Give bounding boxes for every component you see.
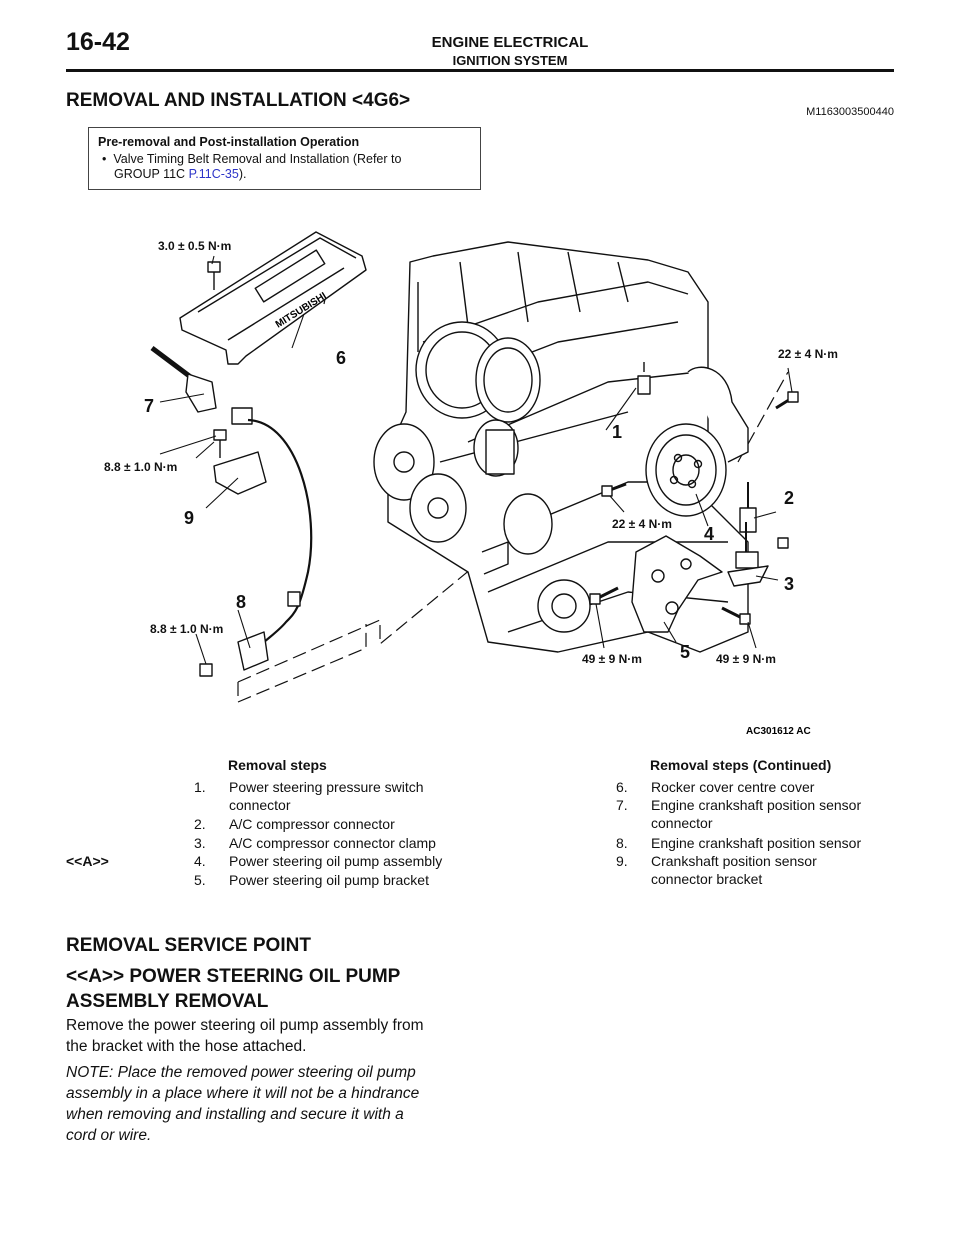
step-number: 7. — [616, 797, 628, 813]
removal-steps-continued-heading: Removal steps (Continued) — [650, 757, 832, 773]
step-text: Power steering oil pump assembly — [229, 853, 443, 869]
connector-1 — [637, 362, 651, 395]
service-point-subtitle-line1: <<A>> POWER STEERING OIL PUMP — [66, 966, 401, 987]
step-number: 9. — [616, 853, 628, 869]
step-number: 1. — [194, 779, 206, 795]
callout-1: 1 — [612, 422, 622, 442]
torque-label-bottom-right: 49 ± 9 N·m — [716, 652, 776, 666]
callout-6: 6 — [336, 348, 346, 368]
service-reference-marker[interactable]: <<A>> — [66, 853, 109, 869]
removal-step: 5. Power steering oil pump bracket — [194, 871, 484, 889]
removal-step: 8. Engine crankshaft position sensor — [616, 834, 906, 852]
step-text: A/C compressor connector clamp — [229, 835, 436, 851]
compressor-connector — [727, 482, 769, 587]
service-point-note: NOTE: Place the removed power steering o… — [66, 1064, 420, 1144]
step-number: 2. — [194, 816, 206, 832]
step-text: Rocker cover centre cover — [651, 779, 815, 795]
figure-code: AC301612 AC — [746, 726, 811, 737]
torque-label-center: 22 ± 4 N·m — [612, 517, 672, 531]
torque-label-top: 3.0 ± 0.5 N·m — [158, 239, 231, 253]
step-number: 3. — [194, 835, 206, 851]
callout-5: 5 — [680, 642, 690, 662]
pump-bracket-5 — [631, 535, 723, 633]
rocker-cover — [179, 231, 367, 365]
step-text: Engine crankshaft position sensor — [651, 835, 862, 851]
removal-steps-heading: Removal steps — [228, 757, 327, 773]
removal-step: 6. Rocker cover centre cover — [616, 778, 906, 796]
header-title: ENGINE ELECTRICAL — [431, 34, 589, 51]
callout-2: 2 — [784, 488, 794, 508]
callout-9: 9 — [184, 508, 194, 528]
bolts — [589, 391, 799, 625]
callout-4: 4 — [704, 524, 714, 544]
bolt-top — [207, 261, 221, 290]
service-point-subtitle-line2: ASSEMBLY REMOVAL — [66, 991, 269, 1012]
pre-operation-title: Pre-removal and Post-installation Operat… — [98, 135, 360, 149]
removal-step: 2. A/C compressor connector — [194, 815, 484, 833]
step-number: 6. — [616, 779, 628, 795]
pump-pulley-4 — [645, 366, 749, 517]
step-text: A/C compressor connector — [229, 816, 395, 832]
torque-label-bottom-center: 49 ± 9 N·m — [582, 652, 642, 666]
header-subtitle: IGNITION SYSTEM — [452, 53, 568, 68]
pre-operation-item-line2-suffix: ). — [238, 167, 247, 181]
service-point-title: REMOVAL SERVICE POINT — [66, 935, 311, 956]
connector-7 — [150, 346, 217, 413]
section-code: M1163003500440 — [806, 106, 894, 118]
callout-8: 8 — [236, 592, 246, 612]
removal-step: 4. Power steering oil pump assembly — [194, 852, 484, 870]
bullet: • — [102, 152, 107, 166]
step-number: 5. — [194, 872, 206, 888]
sensor-harness-8 — [199, 407, 313, 677]
service-point-body: Remove the power steering oil pump assem… — [66, 1017, 424, 1055]
torque-label-left-mid: 8.8 ± 1.0 N·m — [104, 460, 177, 474]
pre-operation-item: • Valve Timing Belt Removal and Installa… — [98, 152, 471, 182]
bracket-9 — [213, 429, 267, 495]
pre-operation-item-line2-prefix: GROUP 11C — [114, 167, 189, 181]
leader-lines — [159, 255, 793, 665]
pre-operation-box: Pre-removal and Post-installation Operat… — [88, 127, 481, 190]
step-number: 8. — [616, 835, 628, 851]
left-accessories — [373, 419, 591, 633]
cam-pulleys — [415, 321, 541, 423]
torque-label-left-low: 8.8 ± 1.0 N·m — [150, 622, 223, 636]
pre-operation-item-line1: Valve Timing Belt Removal and Installati… — [113, 152, 402, 166]
reference-link[interactable]: P.11C-35 — [188, 167, 239, 181]
page-number: 16-42 — [66, 28, 130, 56]
torque-label-right-top: 22 ± 4 N·m — [778, 347, 838, 361]
section-title: REMOVAL AND INSTALLATION <4G6> — [66, 90, 411, 111]
callout-3: 3 — [784, 574, 794, 594]
step-number: 4. — [194, 853, 206, 869]
engine-diagram: MITSUBISHI 3.0 ± 0.5 N·m 22 ± 4 N·m 8.8 … — [104, 231, 838, 737]
step-text: Power steering oil pump bracket — [229, 872, 429, 888]
callout-7: 7 — [144, 396, 154, 416]
removal-step: 3. A/C compressor connector clamp — [194, 834, 484, 852]
header-rule — [66, 69, 894, 72]
